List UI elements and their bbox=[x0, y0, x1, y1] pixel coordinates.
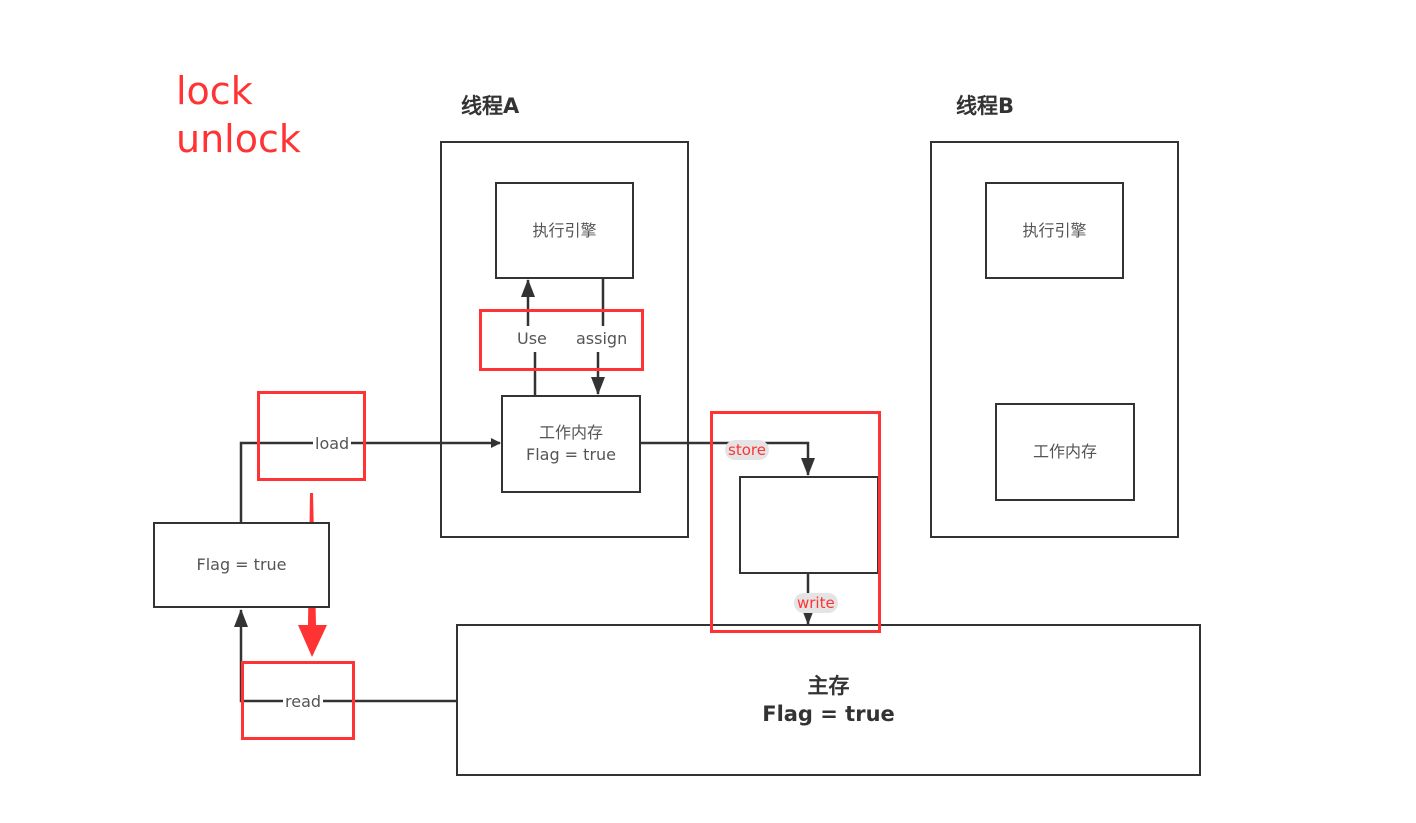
thread-b-working-memory: 工作内存 bbox=[995, 403, 1135, 501]
load-label: load bbox=[313, 434, 352, 453]
main-memory-box: 主存 Flag = true bbox=[456, 624, 1201, 776]
store-write-highlight bbox=[710, 411, 881, 633]
thread-b-container bbox=[930, 141, 1179, 538]
lock-annotation: lock bbox=[176, 69, 253, 113]
store-buffer-box bbox=[739, 476, 879, 574]
thread-b-title: 线程B bbox=[956, 94, 1015, 118]
thread-a-title: 线程A bbox=[461, 94, 520, 118]
store-label: store bbox=[725, 440, 769, 460]
thread-b-engine-label: 执行引擎 bbox=[1022, 220, 1087, 240]
load-highlight bbox=[257, 391, 366, 481]
read-highlight bbox=[241, 661, 355, 740]
unlock-annotation: unlock bbox=[176, 117, 301, 161]
thread-a-execution-engine: 执行引擎 bbox=[495, 182, 634, 279]
thread-a-working-memory: 工作内存 Flag = true bbox=[501, 395, 641, 493]
write-label: write bbox=[794, 593, 838, 613]
main-memory-title: 主存 bbox=[807, 674, 850, 698]
thread-a-engine-label: 执行引擎 bbox=[532, 220, 597, 240]
thread-a-working-memory-value: Flag = true bbox=[525, 445, 617, 464]
load-arrow bbox=[239, 438, 501, 523]
thread-a-container bbox=[440, 141, 689, 538]
use-assign-highlight bbox=[479, 309, 644, 371]
main-memory-value: Flag = true bbox=[762, 702, 895, 726]
read-label: read bbox=[283, 692, 324, 711]
use-label: Use bbox=[515, 329, 549, 348]
store-arrow bbox=[640, 441, 815, 476]
assign-label: assign bbox=[574, 329, 630, 348]
thread-a-working-memory-label: 工作内存 bbox=[538, 423, 603, 442]
local-flag-value: Flag = true bbox=[196, 555, 287, 574]
thread-b-execution-engine: 执行引擎 bbox=[985, 182, 1124, 279]
thread-b-working-memory-label: 工作内存 bbox=[1032, 442, 1097, 461]
local-flag-box: Flag = true bbox=[153, 522, 330, 608]
